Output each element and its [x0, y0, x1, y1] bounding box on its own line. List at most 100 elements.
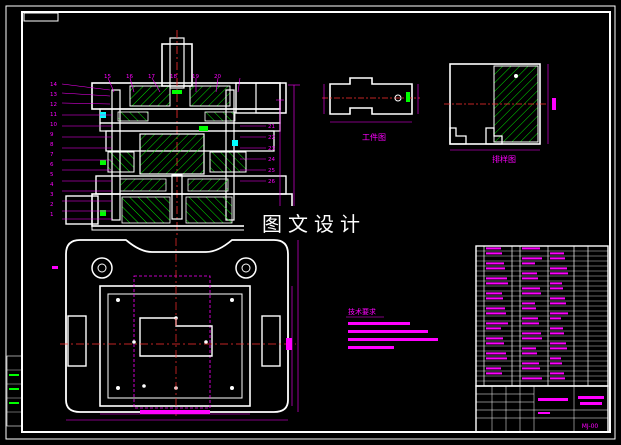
parts-cell-text	[550, 357, 561, 360]
parts-cell-text	[486, 337, 503, 340]
parts-cell-text	[550, 327, 563, 330]
title-block-grid	[476, 386, 608, 432]
parts-cell-text	[522, 337, 542, 340]
ejector-pin	[171, 174, 183, 220]
guide-hole-right-inner	[241, 263, 251, 273]
parts-cell-text	[486, 357, 507, 360]
title-block-frame	[475, 385, 609, 433]
guide-hole-left-inner	[97, 263, 107, 273]
parts-table-text	[486, 247, 568, 380]
parts-cell-text	[486, 247, 501, 250]
margin-stamp	[6, 355, 23, 427]
parts-cell-text	[522, 302, 535, 305]
upper-hatch-left	[129, 85, 171, 107]
part-number-left-2: 2	[50, 202, 54, 208]
leaders-top	[107, 77, 241, 93]
parts-cell-text	[550, 267, 567, 270]
die-plate-hatch-b	[187, 178, 229, 192]
parts-cell-text	[522, 262, 535, 265]
part-number-left-1: 1	[50, 212, 54, 218]
parts-cell-text	[550, 372, 564, 375]
parts-cell-text	[522, 307, 536, 310]
lower-left-lug	[65, 195, 99, 225]
title-block: MJ-00	[475, 385, 609, 433]
corner-tag	[23, 12, 59, 22]
part-number-top-15: 15	[104, 74, 111, 80]
strip-layout-view: 排样图	[444, 63, 556, 164]
parts-cell-text	[522, 332, 541, 335]
parts-cell-text	[550, 287, 563, 290]
part-number-top-19: 19	[192, 74, 199, 80]
parts-cell-text	[550, 377, 565, 380]
punch-plate-hatch-b	[204, 111, 236, 122]
parts-cell-text	[550, 362, 562, 365]
parts-cell-text	[550, 317, 561, 320]
part-number-left-10: 10	[50, 122, 57, 128]
parts-cell-text	[486, 277, 507, 280]
workpiece-view: 工件图	[322, 77, 420, 142]
drawing-number: MJ-00	[582, 423, 599, 430]
strip-dim-text	[552, 98, 556, 110]
part-number-left-11: 11	[50, 112, 57, 118]
mark-green-1	[172, 90, 182, 94]
dimension-text-bar-3	[52, 266, 58, 269]
guide-hole-left-outer	[91, 257, 113, 279]
workpiece-mark	[406, 92, 410, 102]
strip-notch-left	[449, 127, 467, 145]
mark-green-2	[199, 126, 208, 131]
watermark-backing	[244, 206, 384, 238]
parts-cell-text	[522, 247, 540, 250]
mark-green-3	[100, 160, 106, 165]
mark-green-4	[100, 210, 106, 216]
upper-hatch-right	[189, 85, 231, 107]
mark-cyan-2	[232, 140, 238, 146]
parts-cell-text	[550, 312, 568, 315]
die-plate-plan	[99, 285, 251, 407]
lower-hatch-b	[185, 196, 233, 224]
part-number-top-20: 20	[214, 74, 221, 80]
upper-right-ear	[255, 82, 287, 114]
parts-cell-text	[522, 347, 536, 350]
spring-block	[209, 151, 247, 173]
part-number-right-22: 22	[268, 135, 275, 141]
leaders-left	[61, 83, 112, 220]
inner-frame	[21, 11, 611, 433]
workpiece-hole	[394, 94, 402, 102]
leaders-right	[240, 125, 266, 182]
part-number-right-23: 23	[268, 146, 275, 152]
part-number-top-17: 17	[148, 74, 155, 80]
parts-cell-text	[486, 252, 502, 255]
punch-plate-hatch-a	[117, 111, 149, 122]
plan-view	[52, 238, 299, 421]
technical-notes: 技术要求	[346, 307, 438, 349]
workpiece-outline	[329, 77, 413, 115]
part-number-left-4: 4	[50, 182, 54, 188]
parts-cell-text	[550, 342, 566, 345]
notes-lines	[348, 322, 438, 349]
parts-cell-text	[486, 262, 504, 265]
parts-cell-text	[486, 327, 501, 330]
guide-hole-right-outer	[235, 257, 257, 279]
parts-cell-text	[550, 347, 567, 350]
parts-cell-text	[522, 292, 541, 295]
part-number-left-7: 7	[50, 152, 54, 158]
parts-cell-text	[486, 292, 502, 295]
parts-cell-text	[550, 332, 564, 335]
punch-body	[139, 133, 205, 175]
section-view	[61, 30, 300, 235]
part-number-right-26: 26	[268, 179, 275, 185]
side-slot-right	[261, 315, 281, 367]
parts-table-rows	[476, 250, 608, 382]
part-number-left-3: 3	[50, 192, 54, 198]
parts-cell-text	[486, 282, 508, 285]
guide-post-left	[111, 89, 121, 221]
part-number-right-24: 24	[268, 157, 275, 163]
die-shoe-outline	[65, 239, 289, 413]
parts-cell-text	[550, 257, 565, 260]
parts-cell-text	[522, 272, 537, 275]
watermark-text: 图文设计	[262, 212, 366, 236]
outer-frame	[5, 5, 616, 440]
